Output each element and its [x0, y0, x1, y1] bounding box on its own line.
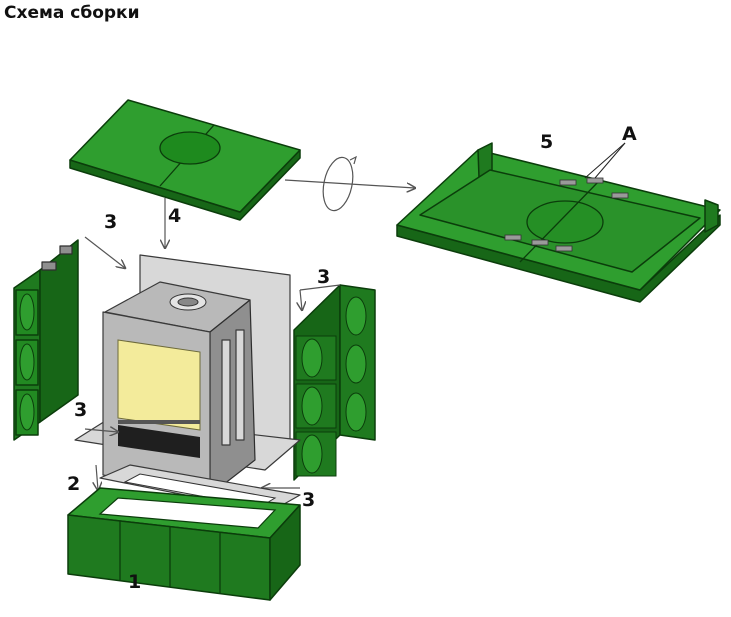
label-floor-plate: 3: [74, 399, 87, 421]
label-side-right: 3: [317, 266, 330, 288]
top-cover-flipped-part: [396, 142, 721, 303]
label-fastener: A: [622, 123, 637, 145]
base-part: [67, 487, 301, 601]
label-back-plate: 3: [302, 489, 315, 511]
label-bottom-frame: 2: [67, 473, 80, 495]
rotate-symbol: [284, 155, 415, 212]
label-top-cover-flipped: 5: [540, 131, 553, 153]
firebox-insert: [74, 254, 301, 496]
label-base: 1: [128, 571, 141, 593]
page-title: Схема сборки: [4, 3, 140, 23]
top-cover-part: [69, 99, 301, 221]
left-side-panel-part: [13, 239, 79, 441]
label-side-left: 3: [104, 211, 117, 233]
label-top-cover: 4: [168, 205, 181, 227]
right-side-panel-part: [293, 284, 376, 481]
